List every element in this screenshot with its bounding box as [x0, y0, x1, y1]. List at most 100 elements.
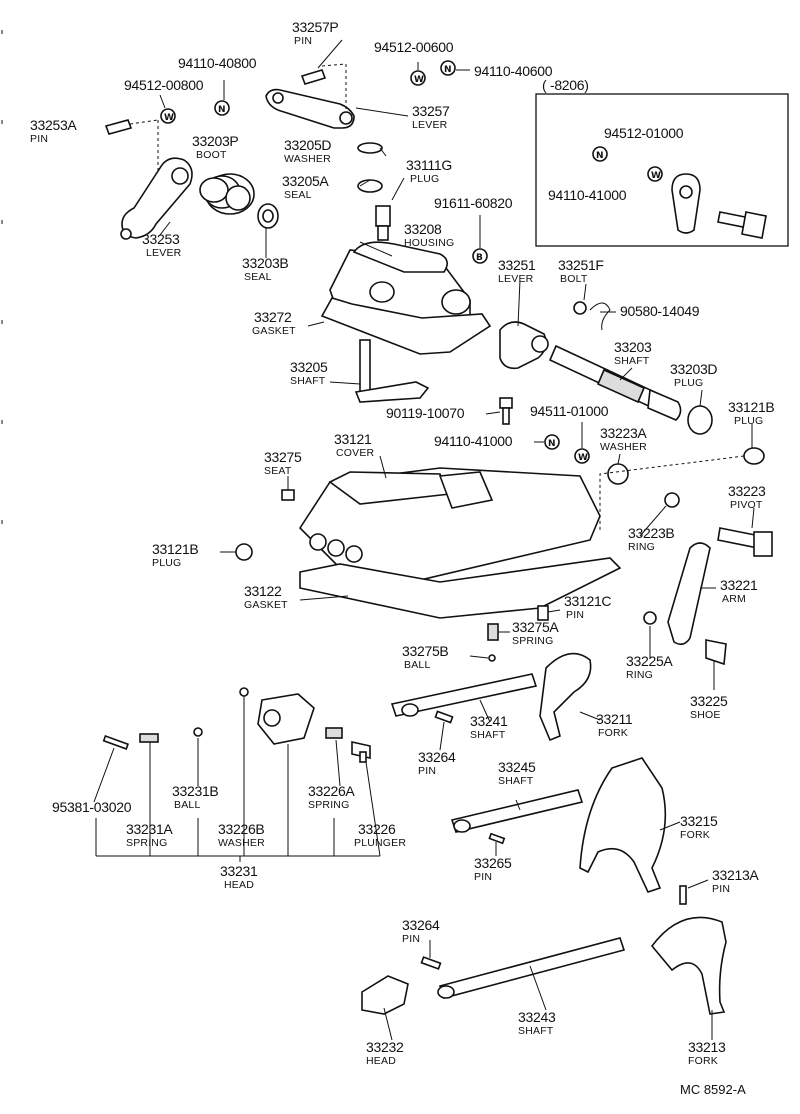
- part-number-33231A: 33231A: [126, 821, 173, 837]
- part-number-33213A: 33213A: [712, 867, 759, 883]
- part-name-33211: FORK: [598, 727, 628, 739]
- part-name-33275B: BALL: [404, 659, 431, 671]
- part-name-33275A: SPRING: [512, 635, 553, 647]
- spring-33226A-icon: [325, 727, 343, 739]
- bolt-symbol-icon: [472, 248, 488, 264]
- part-number-33264-mid: 33264: [418, 749, 456, 765]
- ball-33275B-icon: [488, 654, 496, 662]
- lever-33257-icon: [265, 88, 355, 129]
- part-number-33226B: 33226B: [218, 821, 264, 837]
- inset-eye-bracket-icon: [671, 173, 701, 234]
- part-number-33203B: 33203B: [242, 255, 288, 271]
- part-number-33241: 33241: [470, 713, 508, 729]
- svg-text:N: N: [596, 151, 604, 161]
- seal-33205A-icon: [357, 179, 383, 193]
- part-number-33243: 33243: [518, 1009, 556, 1025]
- part-name-33205: SHAFT: [290, 375, 326, 387]
- pin-33264-mid-icon: [434, 710, 454, 724]
- part-number-33257P: 33257P: [292, 19, 338, 35]
- shaft-33243-icon: [437, 937, 626, 999]
- part-number-33275B: 33275B: [402, 643, 448, 659]
- part-number-33121B-top: 33121B: [728, 399, 774, 415]
- washer-33226B-icon: [239, 687, 249, 697]
- part-number-33121B-left: 33121B: [152, 541, 198, 557]
- head-33232-icon: [361, 975, 409, 1015]
- part-name-33205A: SEAL: [284, 189, 312, 201]
- part-number-33205: 33205: [290, 359, 328, 375]
- part-number-33213: 33213: [688, 1039, 726, 1055]
- part-number-94110-40600: 94110-40600: [474, 63, 553, 79]
- part-name-33121C: PIN: [566, 609, 584, 621]
- part-number-33205D: 33205D: [284, 137, 331, 153]
- part-number-33221: 33221: [720, 577, 758, 593]
- part-labels: 33257P PIN 94512-00600 94110-40800 94110…: [30, 19, 775, 1067]
- shaft-33205-icon: [354, 339, 430, 403]
- part-number-90580-14049: 90580-14049: [620, 303, 700, 319]
- part-number-94110-40800: 94110-40800: [178, 55, 257, 71]
- part-number-33253: 33253: [142, 231, 180, 247]
- pin-33253A-icon: [104, 119, 133, 135]
- svg-text:N: N: [548, 439, 556, 449]
- fork-33213-icon: [650, 916, 727, 1015]
- part-name-33203B: SEAL: [244, 271, 272, 283]
- svg-text:N: N: [218, 105, 226, 115]
- part-number-90119-10070: 90119-10070: [386, 405, 465, 421]
- plug-33111G-icon: [375, 205, 391, 241]
- plug-33121B-top-icon: [743, 447, 765, 465]
- arm-33221-icon: [667, 542, 711, 646]
- part-number-33203D: 33203D: [670, 361, 717, 377]
- part-number-33203P: 33203P: [192, 133, 238, 149]
- part-number-94511-01000: 94511-01000: [530, 403, 609, 419]
- part-name-33213A: PIN: [712, 883, 730, 895]
- part-name-33225: SHOE: [690, 709, 721, 721]
- bolt-90119-10070-icon: [499, 397, 513, 425]
- part-number-94512-00800: 94512-00800: [124, 77, 204, 93]
- part-name-33251: LEVER: [498, 273, 534, 285]
- part-number-94512-00600: 94512-00600: [374, 39, 454, 55]
- part-name-33275: SEAT: [264, 465, 292, 477]
- part-name-33264-mid: PIN: [418, 765, 436, 777]
- part-name-33241: SHAFT: [470, 729, 506, 741]
- pin-33265-icon: [488, 832, 506, 845]
- part-number-33226: 33226: [358, 821, 396, 837]
- part-number-33232: 33232: [366, 1039, 404, 1055]
- washer-symbol-icon: [410, 70, 426, 86]
- part-name-33203: SHAFT: [614, 355, 650, 367]
- plug-33203D-icon: [687, 405, 713, 435]
- part-number-33251F: 33251F: [558, 257, 604, 273]
- part-number-33272: 33272: [254, 309, 292, 325]
- part-name-33223A: WASHER: [600, 441, 647, 453]
- nut-symbol-icon: [214, 100, 230, 116]
- part-name-33226: PLUNGER: [354, 837, 406, 849]
- part-number-33264-low: 33264: [402, 917, 440, 933]
- inset-nut-symbol-icon: [592, 146, 608, 162]
- part-name-33203D: PLUG: [674, 377, 703, 389]
- pin-33121C-icon: [537, 605, 549, 621]
- part-number-33223B: 33223B: [628, 525, 674, 541]
- part-name-33232: HEAD: [366, 1055, 396, 1067]
- lever-33251-icon: [499, 321, 549, 370]
- part-number-33226A: 33226A: [308, 783, 355, 799]
- part-name-33264-low: PIN: [402, 933, 420, 945]
- part-number-33205A: 33205A: [282, 173, 329, 189]
- part-number-33231: 33231: [220, 863, 258, 879]
- part-name-33231: HEAD: [224, 879, 254, 891]
- part-name-33111G: PLUG: [410, 173, 439, 185]
- part-name-33257: LEVER: [412, 119, 448, 131]
- cover-33121-icon: [298, 467, 601, 581]
- drawing-id: MC 8592-A: [680, 1082, 746, 1097]
- leader-lines: [93, 39, 755, 1041]
- seal-33203B-icon: [257, 203, 279, 229]
- part-number-33208: 33208: [404, 221, 442, 237]
- part-name-33223: PIVOT: [730, 499, 763, 511]
- part-name-33121: COVER: [336, 447, 375, 459]
- part-number-33121C: 33121C: [564, 593, 611, 609]
- part-number-33245: 33245: [498, 759, 536, 775]
- part-number-94110-41000-inset: 94110-41000: [548, 187, 627, 203]
- bolt-33251F-icon: [573, 301, 611, 331]
- plunger-33226-icon: [351, 741, 371, 763]
- part-number-33223: 33223: [728, 483, 766, 499]
- part-name-33205D: WASHER: [284, 153, 331, 165]
- part-name-33253: LEVER: [146, 247, 182, 259]
